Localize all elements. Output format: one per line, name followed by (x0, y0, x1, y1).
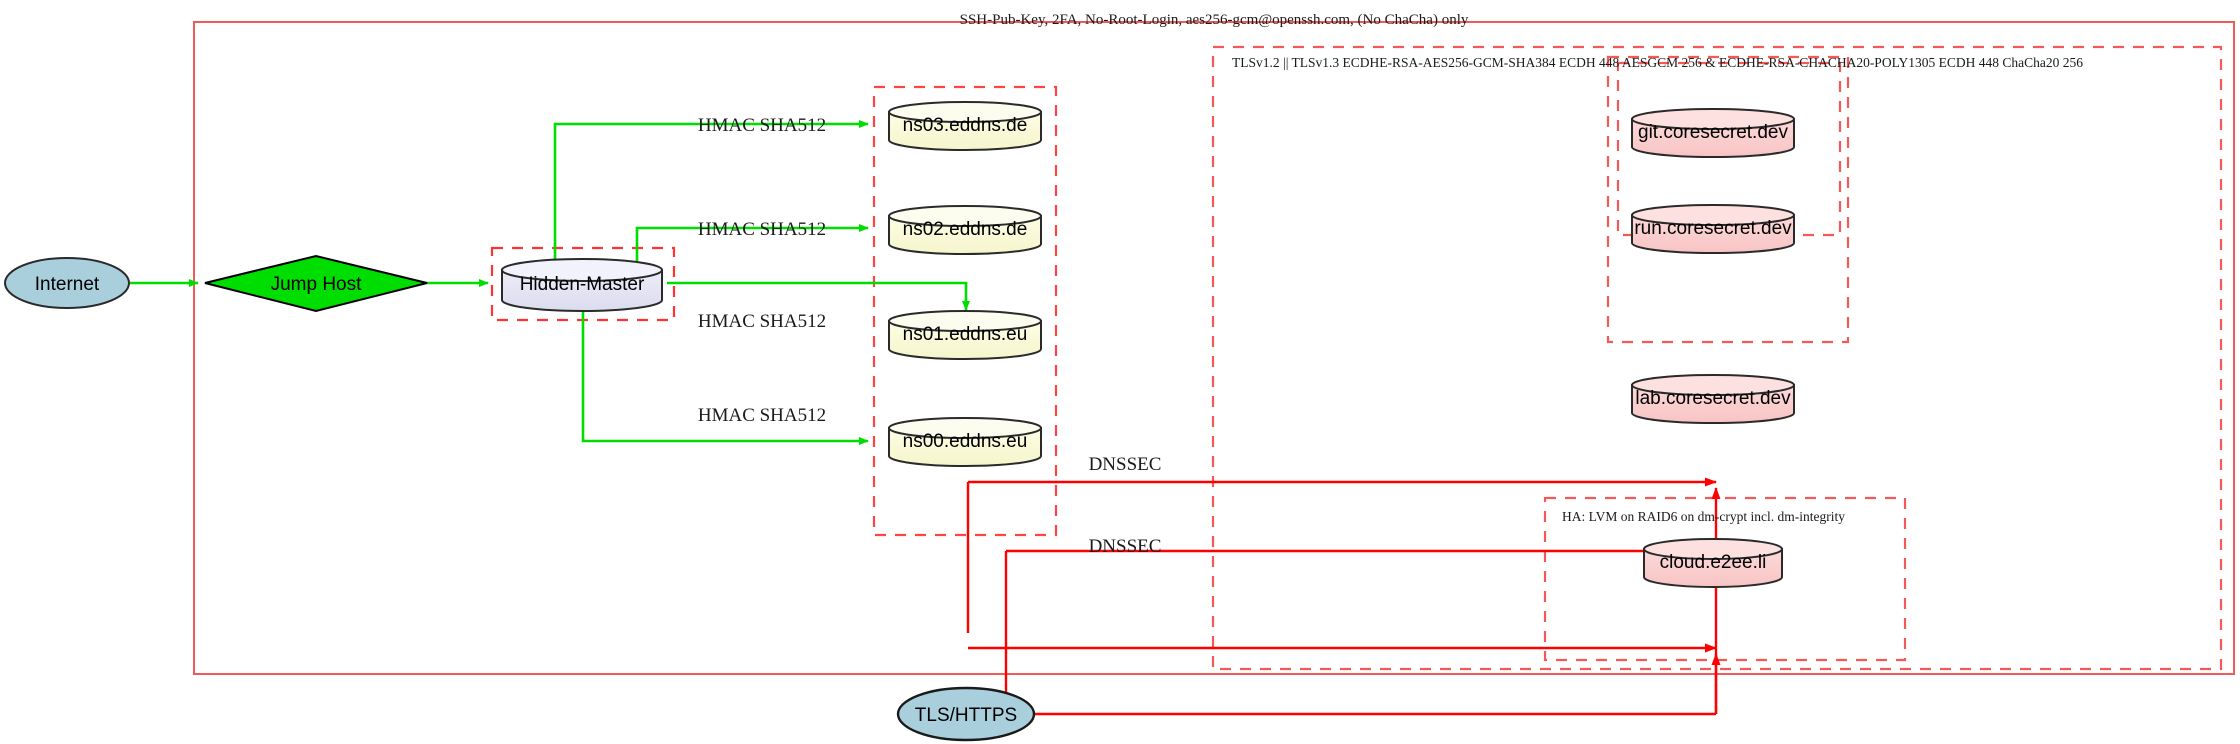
node-tls-https[interactable]: TLS/HTTPS (896, 686, 1036, 742)
node-git-coresecret-label: git.coresecret.dev (1638, 122, 1788, 143)
node-ns01[interactable]: ns01.eddns.eu (888, 310, 1042, 360)
node-hidden-master-label: Hidden-Master (520, 274, 645, 295)
node-ns00-label: ns00.eddns.eu (903, 431, 1028, 452)
node-ns03[interactable]: ns03.eddns.de (888, 101, 1042, 151)
ssh-perimeter-box (193, 21, 2235, 675)
node-ns02-label: ns02.eddns.de (903, 219, 1028, 240)
edge-hiddenmaster-ns01 (667, 281, 970, 311)
edge-hiddenmaster-ns02 (635, 224, 869, 262)
node-hidden-master[interactable]: Hidden-Master (501, 258, 663, 312)
node-ns01-label: ns01.eddns.eu (903, 324, 1028, 345)
node-cloud-e2ee[interactable]: cloud.e2ee.li (1643, 538, 1783, 588)
node-internet[interactable]: Internet (4, 257, 130, 309)
node-tls-https-label: TLS/HTTPS (915, 705, 1017, 726)
node-jump-host[interactable]: Jump Host (204, 254, 428, 313)
node-run-coresecret[interactable]: run.coresecret.dev (1631, 204, 1795, 254)
node-cloud-e2ee-label: cloud.e2ee.li (1660, 552, 1767, 573)
edge-label-hmac-ns01: HMAC SHA512 (698, 311, 826, 332)
edge-label-hmac-ns02: HMAC SHA512 (698, 219, 826, 240)
node-ns03-label: ns03.eddns.de (903, 115, 1028, 136)
edge-hiddenmaster-ns00 (581, 312, 869, 445)
node-git-coresecret[interactable]: git.coresecret.dev (1631, 108, 1795, 158)
node-ns02[interactable]: ns02.eddns.de (888, 205, 1042, 255)
edge-label-dnssec-lower: DNSSEC (1089, 536, 1162, 557)
ha-cluster-box (1543, 496, 1907, 662)
edge-label-hmac-ns00: HMAC SHA512 (698, 405, 826, 426)
edge-label-hmac-ns03: HMAC SHA512 (698, 115, 826, 136)
node-ns00[interactable]: ns00.eddns.eu (888, 417, 1042, 467)
node-jump-host-label: Jump Host (271, 274, 363, 295)
ssh-policy-label: SSH-Pub-Key, 2FA, No-Root-Login, aes256-… (960, 12, 1469, 28)
node-lab-coresecret-label: lab.coresecret.dev (1635, 388, 1791, 409)
node-lab-coresecret[interactable]: lab.coresecret.dev (1631, 374, 1795, 424)
dns-cluster-box (872, 85, 1058, 537)
tls-policy-label: TLSv1.2 || TLSv1.3 ECDHE-RSA-AES256-GCM-… (1232, 55, 2083, 70)
ha-policy-label: HA: LVM on RAID6 on dm-crypt incl. dm-in… (1562, 509, 1845, 524)
coresecret-outer-box (1606, 55, 1850, 344)
node-run-coresecret-label: run.coresecret.dev (1634, 218, 1792, 239)
node-internet-label: Internet (35, 274, 100, 295)
tls-perimeter-box (1211, 45, 2223, 671)
edge-hiddenmaster-ns03 (553, 120, 869, 262)
edge-label-dnssec-upper: DNSSEC (1089, 454, 1162, 475)
